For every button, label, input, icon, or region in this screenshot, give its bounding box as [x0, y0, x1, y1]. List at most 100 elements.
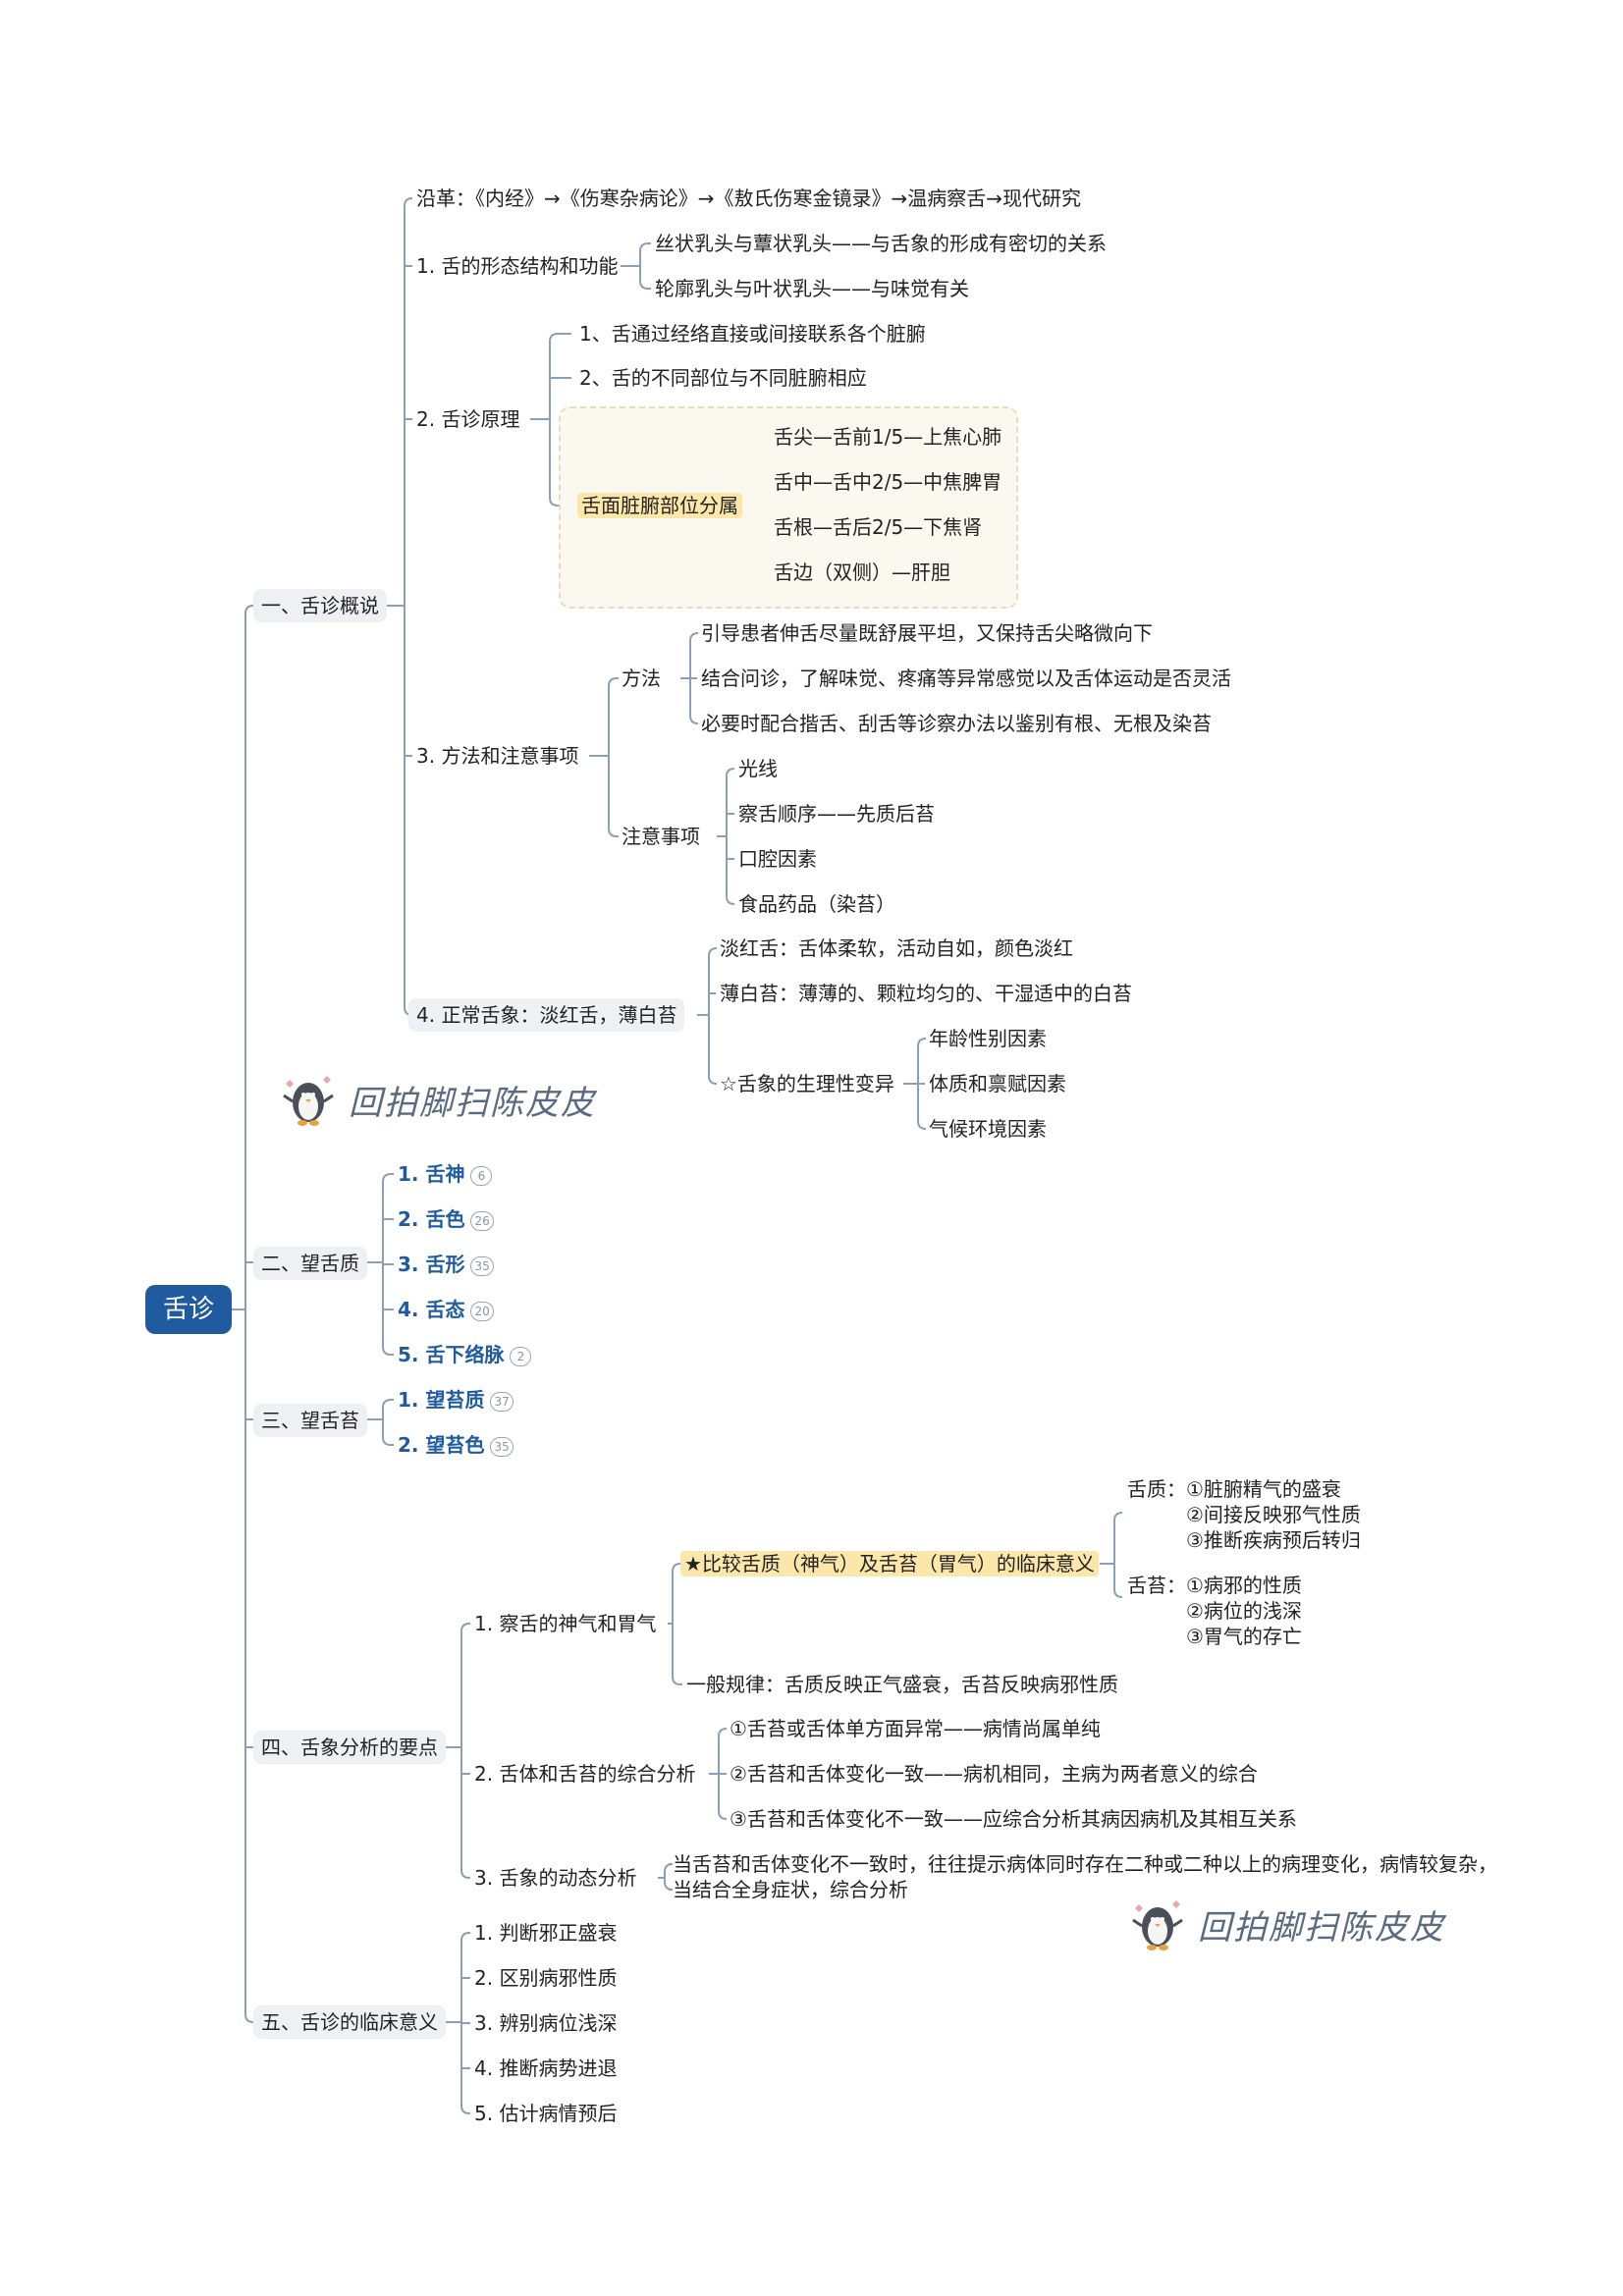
- method-way-item[interactable]: 结合问诊，了解味觉、疼痛等异常感觉以及舌体运动是否灵活: [701, 667, 1231, 690]
- method-note-item[interactable]: 食品药品（染苔）: [738, 892, 895, 916]
- overview-method[interactable]: 3. 方法和注意事项: [416, 744, 579, 768]
- tongue-zones-label[interactable]: 舌面脏腑部位分属: [577, 493, 742, 518]
- overview-history[interactable]: 沿革：《内经》→《伤寒杂病论》→《敖氏伤寒金镜录》→温病察舌→现代研究: [416, 187, 1082, 210]
- connector-line: [608, 828, 619, 837]
- connector-line: [549, 497, 571, 507]
- principle-item[interactable]: 1、舌通过经络直接或间接联系各个脏腑: [579, 322, 926, 346]
- method-way-item[interactable]: 必要时配合揩舌、刮舌等诊察办法以鉴别有根、无根及染苔: [701, 712, 1212, 735]
- connector-line: [404, 197, 413, 207]
- count-badge: 6: [470, 1165, 493, 1186]
- connector-line: [917, 1038, 927, 1047]
- watermark-text: 回拍脚扫陈皮皮: [349, 1083, 596, 1123]
- connector-line: [664, 1863, 674, 1873]
- connector-line: [639, 280, 651, 290]
- tongue-zone-item[interactable]: 舌边（双侧）—肝胆: [774, 561, 950, 584]
- connector-line: [549, 333, 571, 343]
- method-notes[interactable]: 注意事项: [622, 825, 700, 848]
- analysis-qi[interactable]: 1. 察舌的神气和胃气: [474, 1612, 657, 1635]
- connector-line: [460, 1932, 470, 1942]
- analysis-compare[interactable]: ★比较舌质（神气）及舌苔（胃气）的临床意义: [680, 1551, 1099, 1576]
- clinical-item[interactable]: 1. 判断邪正盛衰: [474, 1921, 618, 1945]
- connector-line: [382, 1346, 394, 1356]
- section-overview[interactable]: 一、舌诊概说: [253, 589, 387, 622]
- clinical-item[interactable]: 5. 估计病情预后: [474, 2102, 618, 2125]
- principle-item[interactable]: 2、舌的不同部位与不同脏腑相应: [579, 366, 867, 390]
- count-badge: 20: [470, 1301, 494, 1321]
- combined-item[interactable]: ③舌苔和舌体变化不一致——应综合分析其病因病机及其相互关系: [730, 1807, 1297, 1831]
- variation-item[interactable]: 年龄性别因素: [929, 1027, 1047, 1050]
- structure-item[interactable]: 丝状乳头与蕈状乳头——与舌象的形成有密切的关系: [655, 232, 1107, 255]
- connector-line: [1113, 1588, 1123, 1598]
- combined-item[interactable]: ①舌苔或舌体单方面异常——病情尚属单纯: [730, 1717, 1101, 1740]
- normal-item[interactable]: 薄白苔：薄薄的、颗粒均匀的、干湿适中的白苔: [720, 982, 1132, 1005]
- analysis-dynamic[interactable]: 3. 舌象的动态分析: [474, 1866, 637, 1890]
- connector-line: [1113, 1512, 1123, 1522]
- connector-line: [244, 605, 254, 614]
- tongue-zone-item[interactable]: 舌根—舌后2/5—下焦肾: [774, 515, 983, 539]
- section-analysis[interactable]: 四、舌象分析的要点: [253, 1731, 446, 1764]
- connector-line: [460, 2105, 470, 2114]
- method-note-item[interactable]: 口腔因素: [738, 847, 817, 871]
- connector-line: [718, 1810, 728, 1820]
- connector-line: [708, 947, 718, 957]
- count-badge: 2: [510, 1346, 532, 1366]
- root-node[interactable]: 舌诊: [145, 1285, 233, 1334]
- compare-tongue-body[interactable]: 舌质：①脏腑精气的盛衰 ②间接反映邪气性质 ③推断疾病预后转归: [1127, 1477, 1361, 1552]
- variation-item[interactable]: 体质和禀赋因素: [929, 1072, 1066, 1095]
- variation-item[interactable]: 气候环境因素: [929, 1117, 1047, 1141]
- normal-variation[interactable]: ☆舌象的生理性变异: [720, 1072, 894, 1095]
- method-way[interactable]: 方法: [622, 667, 661, 690]
- watermark: 回拍脚扫陈皮皮: [1129, 1895, 1445, 1953]
- combined-item[interactable]: ②舌苔和舌体变化一致——病机相同，主病为两者意义的综合: [730, 1762, 1258, 1786]
- connector-line: [244, 2013, 254, 2023]
- analysis-combined[interactable]: 2. 舌体和舌苔的综合分析: [474, 1762, 696, 1786]
- connector-line: [382, 1173, 394, 1183]
- connector-line: [664, 1881, 674, 1891]
- connector-line: [718, 1728, 728, 1737]
- count-badge: 26: [470, 1210, 494, 1231]
- connector-line: [608, 677, 619, 687]
- connector-line: [382, 1399, 394, 1409]
- connector-line: [639, 242, 651, 252]
- normal-item[interactable]: 淡红舌：舌体柔软，活动自如，颜色淡红: [720, 936, 1073, 960]
- count-badge: 35: [490, 1436, 514, 1457]
- section-clinical[interactable]: 五、舌诊的临床意义: [253, 2005, 446, 2039]
- connector-line: [460, 1623, 470, 1632]
- penguin-icon: [283, 1076, 334, 1126]
- section-tongue-coating[interactable]: 三、望舌苔: [253, 1404, 367, 1437]
- count-badge: 37: [490, 1391, 514, 1412]
- overview-normal[interactable]: 4. 正常舌象：淡红舌，薄白苔: [408, 998, 685, 1032]
- overview-structure[interactable]: 1. 舌的形态结构和功能: [416, 254, 619, 278]
- connector-line: [689, 632, 699, 642]
- overview-principle[interactable]: 2. 舌诊原理: [416, 407, 520, 431]
- compare-tongue-coating[interactable]: 舌苔：①病邪的性质 ②病位的浅深 ③胃气的存亡: [1127, 1574, 1302, 1648]
- structure-item[interactable]: 轮廓乳头与叶状乳头——与味觉有关: [655, 277, 969, 300]
- tongue-zone-item[interactable]: 舌中—舌中2/5—中焦脾胃: [774, 470, 1002, 494]
- connector-line: [672, 1676, 682, 1685]
- clinical-item[interactable]: 2. 区别病邪性质: [474, 1966, 618, 1990]
- watermark: 回拍脚扫陈皮皮: [280, 1070, 596, 1129]
- dynamic-text[interactable]: 当舌苔和舌体变化不一致时，往往提示病体同时存在二种或二种以上的病理变化，病情较复…: [673, 1852, 1497, 1901]
- connector-line: [917, 1120, 927, 1130]
- method-note-item[interactable]: 察舌顺序——先质后苔: [738, 802, 935, 826]
- clinical-item[interactable]: 4. 推断病势进退: [474, 2056, 618, 2080]
- connector-line: [726, 895, 735, 905]
- section-tongue-body[interactable]: 二、望舌质: [253, 1247, 367, 1280]
- tongue-zone-item[interactable]: 舌尖—舌前1/5—上焦心肺: [774, 425, 1002, 449]
- method-note-item[interactable]: 光线: [738, 757, 778, 780]
- watermark-text: 回拍脚扫陈皮皮: [1198, 1907, 1445, 1948]
- analysis-rule[interactable]: 一般规律：舌质反映正气盛衰，舌苔反映病邪性质: [686, 1673, 1118, 1696]
- clinical-item[interactable]: 3. 辨别病位浅深: [474, 2011, 618, 2035]
- count-badge: 35: [470, 1255, 494, 1276]
- connector-line: [708, 1075, 718, 1085]
- connector-line: [689, 715, 699, 724]
- method-way-item[interactable]: 引导患者伸舌尽量既舒展平坦，又保持舌尖略微向下: [701, 621, 1153, 645]
